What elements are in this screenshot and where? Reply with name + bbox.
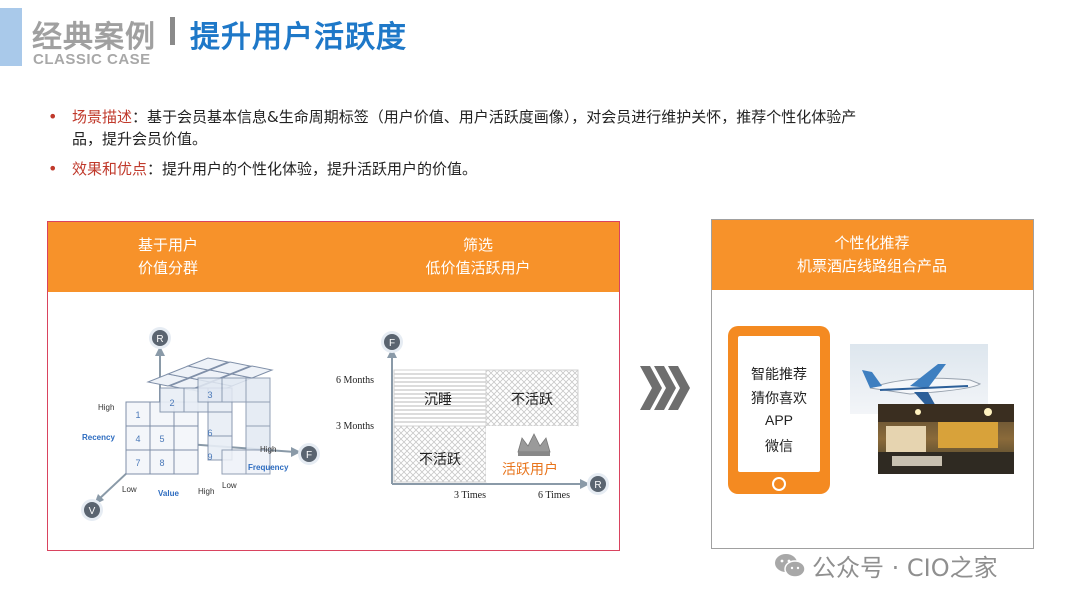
panel-col-value-group: 基于用户 价值分群: [108, 234, 228, 280]
bullet-text-cont: 品，提升会员价值。: [72, 130, 208, 148]
hotel-lobby-image: [878, 404, 1014, 474]
bullet-text: ：提升用户的个性化体验，提升活跃用户的价值。: [147, 160, 478, 178]
cube-value-label: Value: [158, 489, 179, 498]
phone-line-wechat: 微信: [765, 439, 793, 455]
recommendation-header-text: 个性化推荐 机票酒店线路组合产品: [712, 232, 1032, 278]
cube-low-right: Low: [222, 481, 237, 490]
bullet-text: ：基于会员基本信息&生命周期标签（用户价值、用户活跃度画像），对会员进行维护关怀…: [132, 108, 857, 126]
cube-cell: 5: [159, 434, 164, 444]
cube-cell: 7: [135, 458, 140, 468]
bullet-benefit: • 效果和优点：提升用户的个性化体验，提升活跃用户的价值。: [48, 158, 928, 180]
recommendation-line2: 机票酒店线路组合产品: [796, 257, 947, 275]
recommendation-line1: 个性化推荐: [834, 234, 910, 252]
recommendation-panel-header: 个性化推荐 机票酒店线路组合产品: [712, 220, 1033, 290]
quad-inactive-top: 不活跃: [511, 392, 553, 408]
bullet-dot-icon: •: [48, 159, 58, 178]
quad-y-tick-top: 6 Months: [336, 375, 374, 386]
bullet-scenario: • 场景描述：基于会员基本信息&生命周期标签（用户价值、用户活跃度画像），对会员…: [48, 106, 928, 150]
cube-cell: 6: [207, 428, 212, 438]
quad-active-users: 活跃用户: [502, 461, 558, 478]
rfm-cube-diagram: R F V: [81, 327, 320, 521]
axis-f-label: F: [306, 450, 312, 461]
cube-cell: 4: [135, 434, 140, 444]
phone-line-smart: 智能推荐: [751, 367, 807, 383]
chevron-arrows-icon: [640, 366, 690, 410]
quad-x-tick-right: 6 Times: [538, 490, 570, 501]
airplane-image: [850, 344, 988, 414]
wechat-icon: [775, 554, 806, 578]
bullet-list: • 场景描述：基于会员基本信息&生命周期标签（用户价值、用户活跃度画像），对会员…: [48, 106, 928, 188]
cube-cell: 3: [207, 390, 212, 400]
phone-icon: 智能推荐 猜你喜欢 APP 微信: [728, 326, 830, 494]
page-subtitle: CLASSIC CASE: [33, 51, 151, 68]
quad-axis-r-label: R: [594, 480, 601, 491]
header-accent-bar: [0, 8, 22, 66]
panel-col1-line1: 基于用户: [137, 236, 198, 254]
phone-screen: 智能推荐 猜你喜欢 APP 微信: [738, 336, 820, 472]
phone-home-button: [772, 477, 786, 491]
phone-line-guess: 猜你喜欢: [751, 391, 807, 407]
axis-v-label: V: [89, 506, 96, 517]
cube-cell: 8: [159, 458, 164, 468]
cube-recency-label: Recency: [82, 433, 115, 442]
bullet-key: 场景描述: [72, 108, 133, 126]
rf-quadrant-chart: F R 6 Months 3 Months 3 Times 6 Times 沉睡…: [336, 331, 609, 501]
panel-col1-line2: 价值分群: [137, 259, 198, 277]
cube-high-left: High: [98, 403, 114, 412]
page-title: 提升用户活跃度: [190, 20, 407, 55]
panel-col2-line2: 低价值活跃用户: [425, 259, 531, 277]
quad-y-tick-mid: 3 Months: [336, 421, 374, 432]
panel-col2-line1: 筛选: [462, 236, 493, 254]
quad-inactive-bottom: 不活跃: [419, 452, 461, 468]
cube-cell: 9: [207, 452, 212, 462]
cube-high-right: High: [260, 445, 276, 454]
cube-high-bottom: High: [198, 487, 214, 496]
bullet-key: 效果和优点: [72, 160, 148, 178]
quad-sleeping: 沉睡: [424, 392, 452, 408]
quad-axis-f-label: F: [389, 338, 395, 349]
page-title-category: 经典案例: [32, 20, 156, 55]
cube-cell: 1: [135, 410, 140, 420]
bullet-dot-icon: •: [48, 107, 58, 126]
cube-cell: 2: [169, 398, 174, 408]
cube-grid: [146, 357, 274, 395]
quad-x-tick-mid: 3 Times: [454, 490, 486, 501]
panel-col-filter: 筛选 低价值活跃用户: [398, 234, 558, 280]
phone-line-app: APP: [764, 412, 793, 428]
title-separator: [170, 17, 175, 45]
cube-low-bottom: Low: [122, 485, 137, 494]
axis-r-label: R: [156, 334, 163, 345]
crown-icon: [517, 433, 551, 456]
watermark-text: 公众号 · CIO之家: [812, 554, 998, 582]
cube-frequency-label: Frequency: [248, 463, 289, 472]
segmentation-panel-header: 基于用户 价值分群 筛选 低价值活跃用户: [48, 222, 619, 292]
